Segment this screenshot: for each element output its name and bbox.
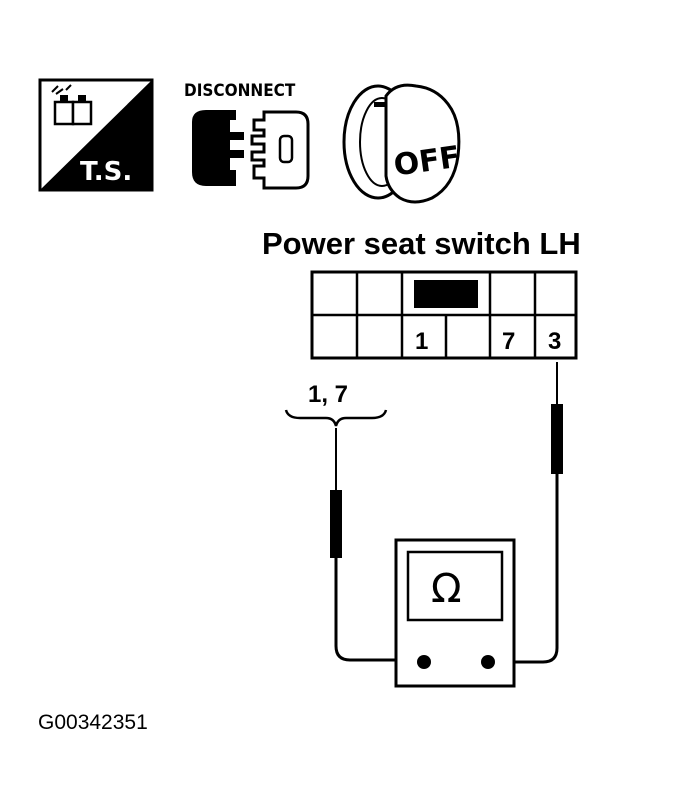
ohm-symbol: Ω <box>431 566 462 612</box>
ohmmeter-icon: Ω <box>394 538 516 688</box>
probe-pins-label: 1, 7 <box>308 381 348 408</box>
connector-face: 1 7 3 <box>310 270 578 360</box>
connector-lock-tab <box>414 280 478 308</box>
pin-7-label: 7 <box>502 328 515 355</box>
disconnect-icon: DISCONNECT <box>184 81 310 190</box>
connector-male-icon <box>250 110 310 190</box>
ignition-key-icon: OFF <box>342 83 462 204</box>
left-test-probe <box>330 428 424 662</box>
connector-title: Power seat switch LH <box>262 226 581 261</box>
meter-terminal-left <box>417 655 431 669</box>
figure-code: G00342351 <box>38 711 148 734</box>
disconnect-label: DISCONNECT <box>184 81 296 101</box>
right-test-probe <box>488 362 563 664</box>
ts-label: T.S. <box>80 157 132 187</box>
connector-female-icon <box>192 110 244 186</box>
probe-group-brace <box>284 409 388 427</box>
troubleshooting-icon: T.S. <box>38 78 154 192</box>
pin-3-label: 3 <box>548 328 561 355</box>
pin-1-label: 1 <box>415 328 428 355</box>
meter-terminal-right <box>481 655 495 669</box>
connector-pair-icon <box>51 84 93 126</box>
